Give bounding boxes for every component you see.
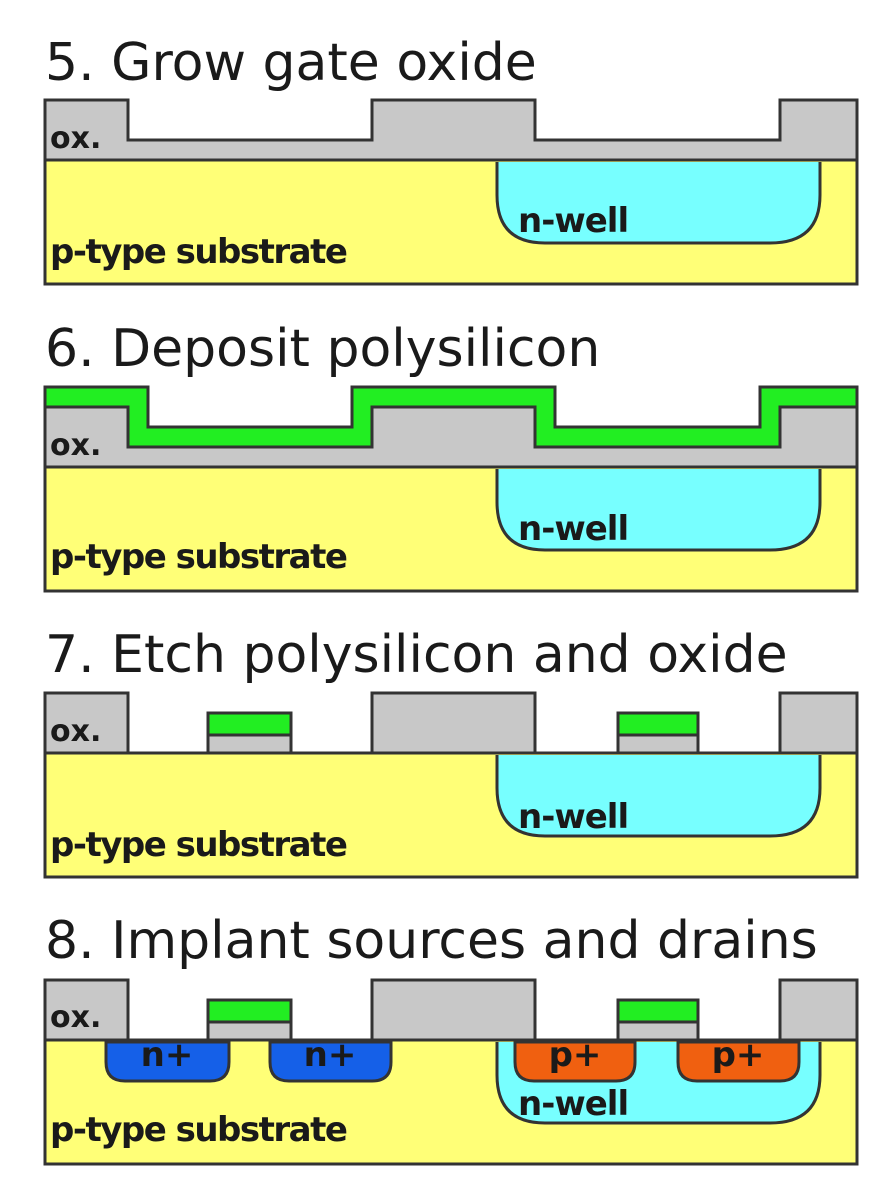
substrate-label: p-type substrate [50, 1110, 347, 1150]
field-oxide [778, 978, 859, 1042]
n-plus-label: n+ [141, 1035, 194, 1075]
n-plus-label: n+ [304, 1035, 357, 1075]
step-5-panel: 5. Grow gate oxide ox. n-well p-type sub… [43, 33, 859, 286]
gate-oxide [206, 1020, 293, 1042]
polysilicon-gate [616, 711, 700, 737]
step-6-title: 6. Deposit polysilicon [45, 319, 600, 379]
polysilicon-layer [43, 385, 859, 449]
oxide-label: ox. [50, 714, 101, 749]
n-well-region [495, 469, 822, 552]
p-plus-label: p+ [712, 1035, 765, 1075]
polysilicon-gate [206, 998, 293, 1024]
n-well-label: n-well [518, 1084, 628, 1124]
step-8-title: 8. Implant sources and drains [45, 911, 818, 971]
gate-oxide [616, 733, 700, 755]
oxide-label: ox. [50, 121, 101, 156]
step-7-panel: 7. Etch polysilicon and oxide ox. n-well… [43, 625, 859, 879]
step-6-panel: 6. Deposit polysilicon ox. n-well p-type… [43, 319, 859, 593]
polysilicon-gate [616, 998, 700, 1024]
n-well-label: n-well [518, 201, 628, 241]
step-8-panel: 8. Implant sources and drains ox. n+ n+ … [43, 911, 859, 1166]
step-5-title: 5. Grow gate oxide [45, 33, 537, 93]
n-well-label: n-well [518, 509, 628, 549]
substrate-label: p-type substrate [50, 232, 347, 272]
n-well-region [495, 755, 822, 838]
polysilicon-gate [206, 711, 293, 737]
oxide-layer [43, 98, 859, 162]
oxide-label: ox. [50, 428, 101, 463]
field-oxide [778, 691, 859, 755]
n-well-label: n-well [518, 797, 628, 837]
n-plus-implant [104, 1040, 231, 1083]
substrate-label: p-type substrate [50, 537, 347, 577]
p-plus-implant [676, 1040, 801, 1083]
field-oxide [43, 691, 130, 755]
n-well-region [495, 162, 822, 245]
field-oxide [370, 978, 537, 1042]
substrate-label: p-type substrate [50, 825, 347, 865]
gate-oxide [206, 733, 293, 755]
n-plus-implant [268, 1040, 393, 1083]
p-plus-implant [513, 1040, 637, 1083]
gate-oxide [616, 1020, 700, 1042]
oxide-label: ox. [50, 1000, 101, 1035]
p-plus-label: p+ [549, 1035, 602, 1075]
field-oxide [43, 978, 130, 1042]
field-oxide [370, 691, 537, 755]
step-7-title: 7. Etch polysilicon and oxide [45, 625, 788, 685]
